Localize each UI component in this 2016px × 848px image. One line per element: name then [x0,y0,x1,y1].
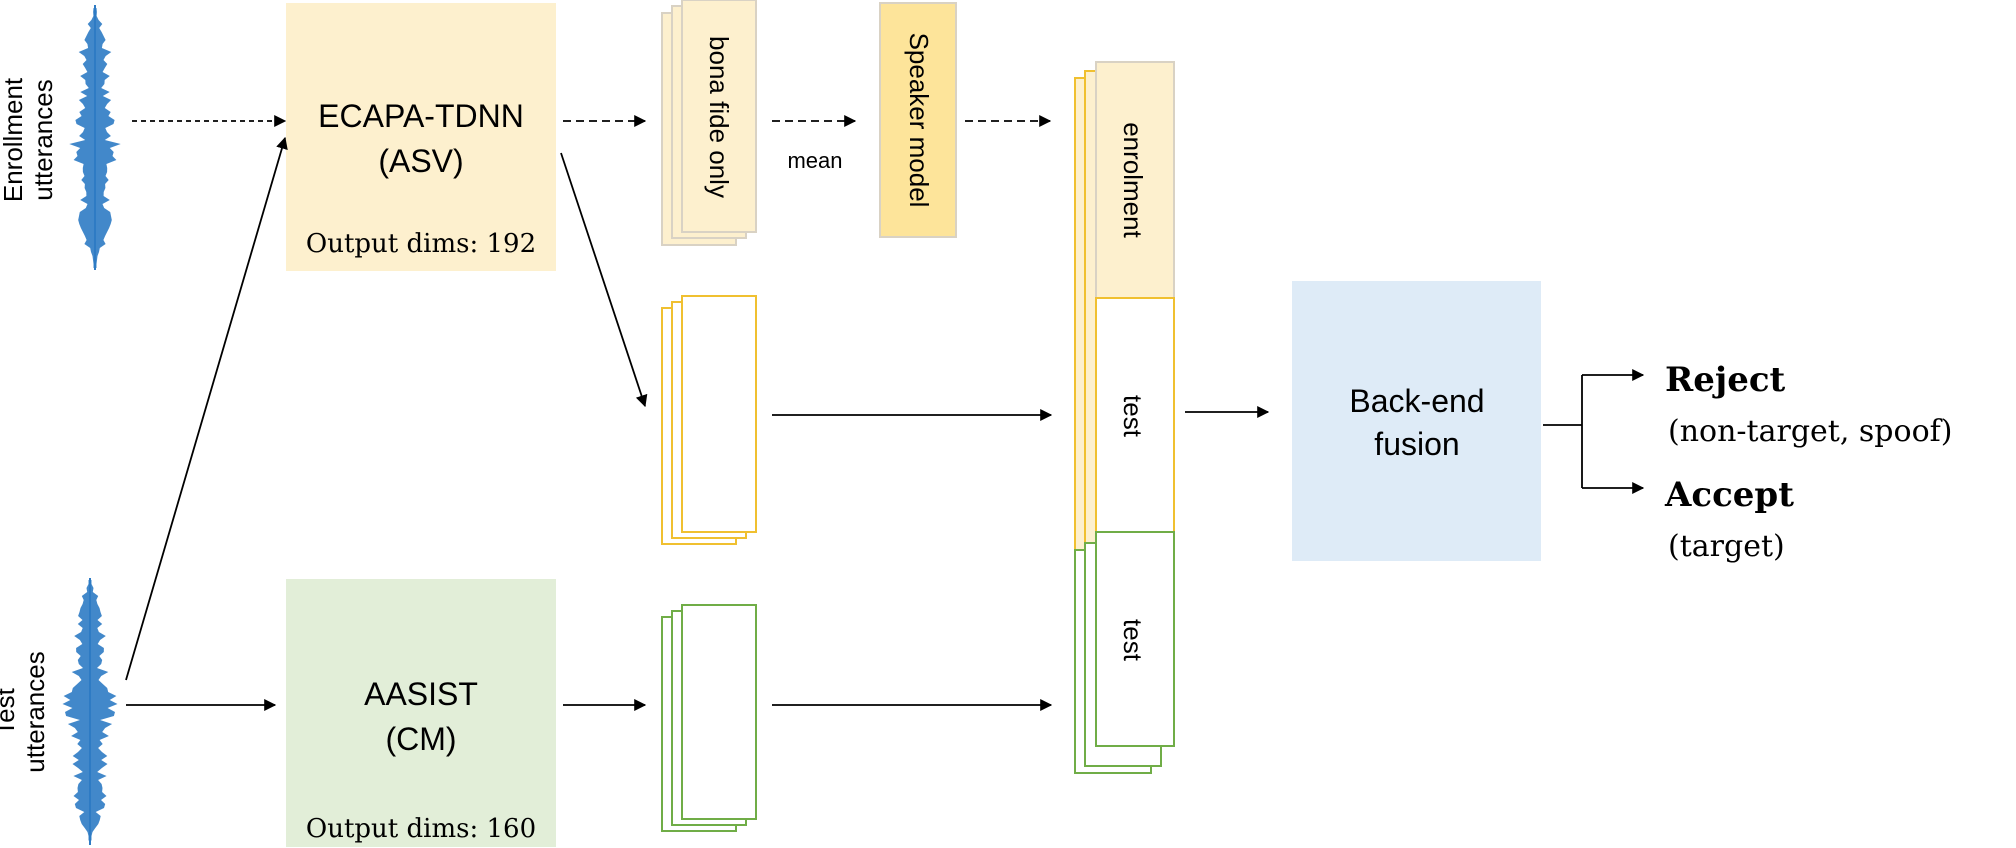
arrow-test-to-asv [125,136,288,681]
enrollment-label-line2: utterances [28,79,58,200]
bona-fide-embeddings-stack [661,0,757,246]
cm-block-name: AASIST [364,676,478,712]
enrollment-waveform [69,5,121,270]
accept-title: Accept [1664,475,1794,515]
test-label-line1: Test [0,687,20,735]
asv-test-embeddings-stack [661,295,757,545]
enrolment-segment [1095,61,1175,299]
test-asv-label: test [1118,395,1148,438]
asv-block [286,3,556,271]
test-waveform [62,578,118,845]
test-cm-label: test [1118,619,1148,662]
reject-title: Reject [1665,360,1786,400]
test-label-line2: utterances [20,651,50,772]
reject-subtitle: (non-target, spoof) [1668,414,1952,449]
speaker-model-block [879,2,957,238]
speaker-model-label: Speaker model [904,33,934,208]
asv-output-dims: Output dims: 192 [306,229,536,259]
cm-test-embeddings-stack [661,604,757,832]
arrow-asv-to-test-embeddings [560,152,648,408]
bona-fide-label: bona fide only [704,36,734,198]
cm-output-dims: Output dims: 160 [306,814,536,844]
test-cm-segment [1095,531,1175,747]
accept-subtitle: (target) [1668,529,1785,564]
fusion-label-line2: fusion [1374,426,1459,462]
cm-block-sub: (CM) [385,721,456,757]
back-end-fusion-block [1292,281,1541,561]
asv-block-name: ECAPA-TDNN [318,98,524,134]
enrolment-label: enrolment [1118,122,1148,238]
fusion-label-line1: Back-end [1349,383,1484,419]
mean-label: mean [787,148,842,173]
enrollment-label-line1: Enrollment [0,77,28,202]
asv-block-sub: (ASV) [378,143,463,179]
cm-block [286,579,556,847]
test-asv-segment [1095,297,1175,533]
